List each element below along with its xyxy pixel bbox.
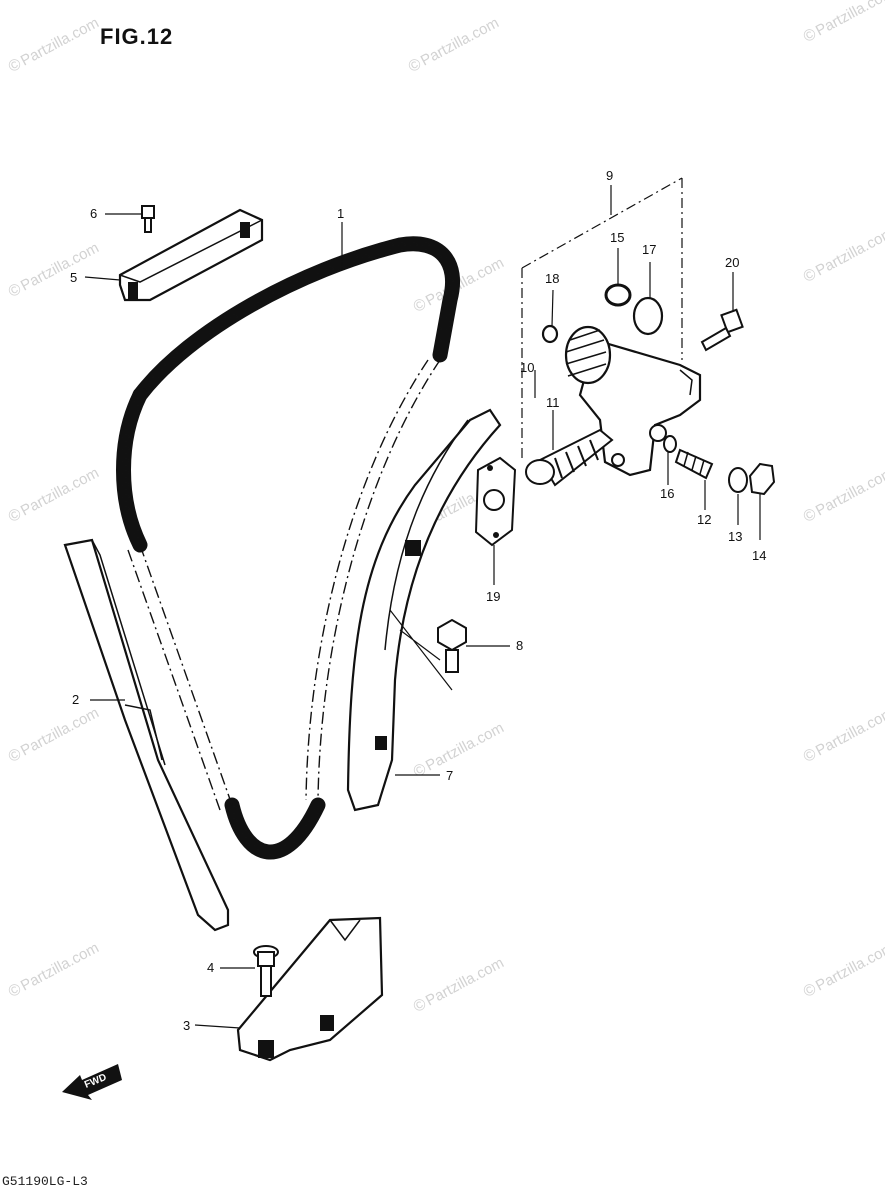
callout-1: 1 [337,206,344,221]
bolt-8 [389,609,467,691]
o-ring-17 [632,296,664,336]
callout-14: 14 [752,548,766,563]
pin-18 [541,324,559,344]
callout-labels: 1 2 3 4 5 6 7 8 9 10 11 12 13 14 15 16 1… [70,168,766,1033]
callout-12: 12 [697,512,711,527]
callout-5: 5 [70,270,77,285]
callout-7: 7 [446,768,453,783]
callout-17: 17 [642,242,656,257]
gasket-19 [474,456,517,547]
callout-9: 9 [606,168,613,183]
washer-13 [728,467,748,493]
diagram-code: G51190LG-L3 [2,1174,88,1189]
callout-2: 2 [72,692,79,707]
nut-14 [748,462,776,496]
callout-19: 19 [486,589,500,604]
chain-guide-front [63,538,230,932]
callout-20: 20 [725,255,739,270]
callout-15: 15 [610,230,624,245]
chain-guide-upper [118,208,264,302]
push-rod-spring [525,428,614,487]
callout-6: 6 [90,206,97,221]
callout-3: 3 [183,1018,190,1033]
bolt-20 [700,308,744,352]
bolt-4 [253,945,279,997]
callout-16: 16 [660,486,674,501]
figure-title: FIG.12 [100,24,174,49]
adjust-screw [674,448,714,480]
callout-10: 10 [520,360,534,375]
forward-arrow-icon: FWD [62,1064,122,1100]
callout-18: 18 [545,271,559,286]
o-ring-16 [663,435,677,453]
callout-13: 13 [728,529,742,544]
chain-guide-bracket [236,916,384,1062]
callout-4: 4 [207,960,214,975]
bolt-6 [141,205,155,233]
cam-chain [116,236,461,860]
seal-15 [604,283,632,307]
leader-lines [84,185,761,1029]
callout-8: 8 [516,638,523,653]
callout-11: 11 [546,395,560,410]
